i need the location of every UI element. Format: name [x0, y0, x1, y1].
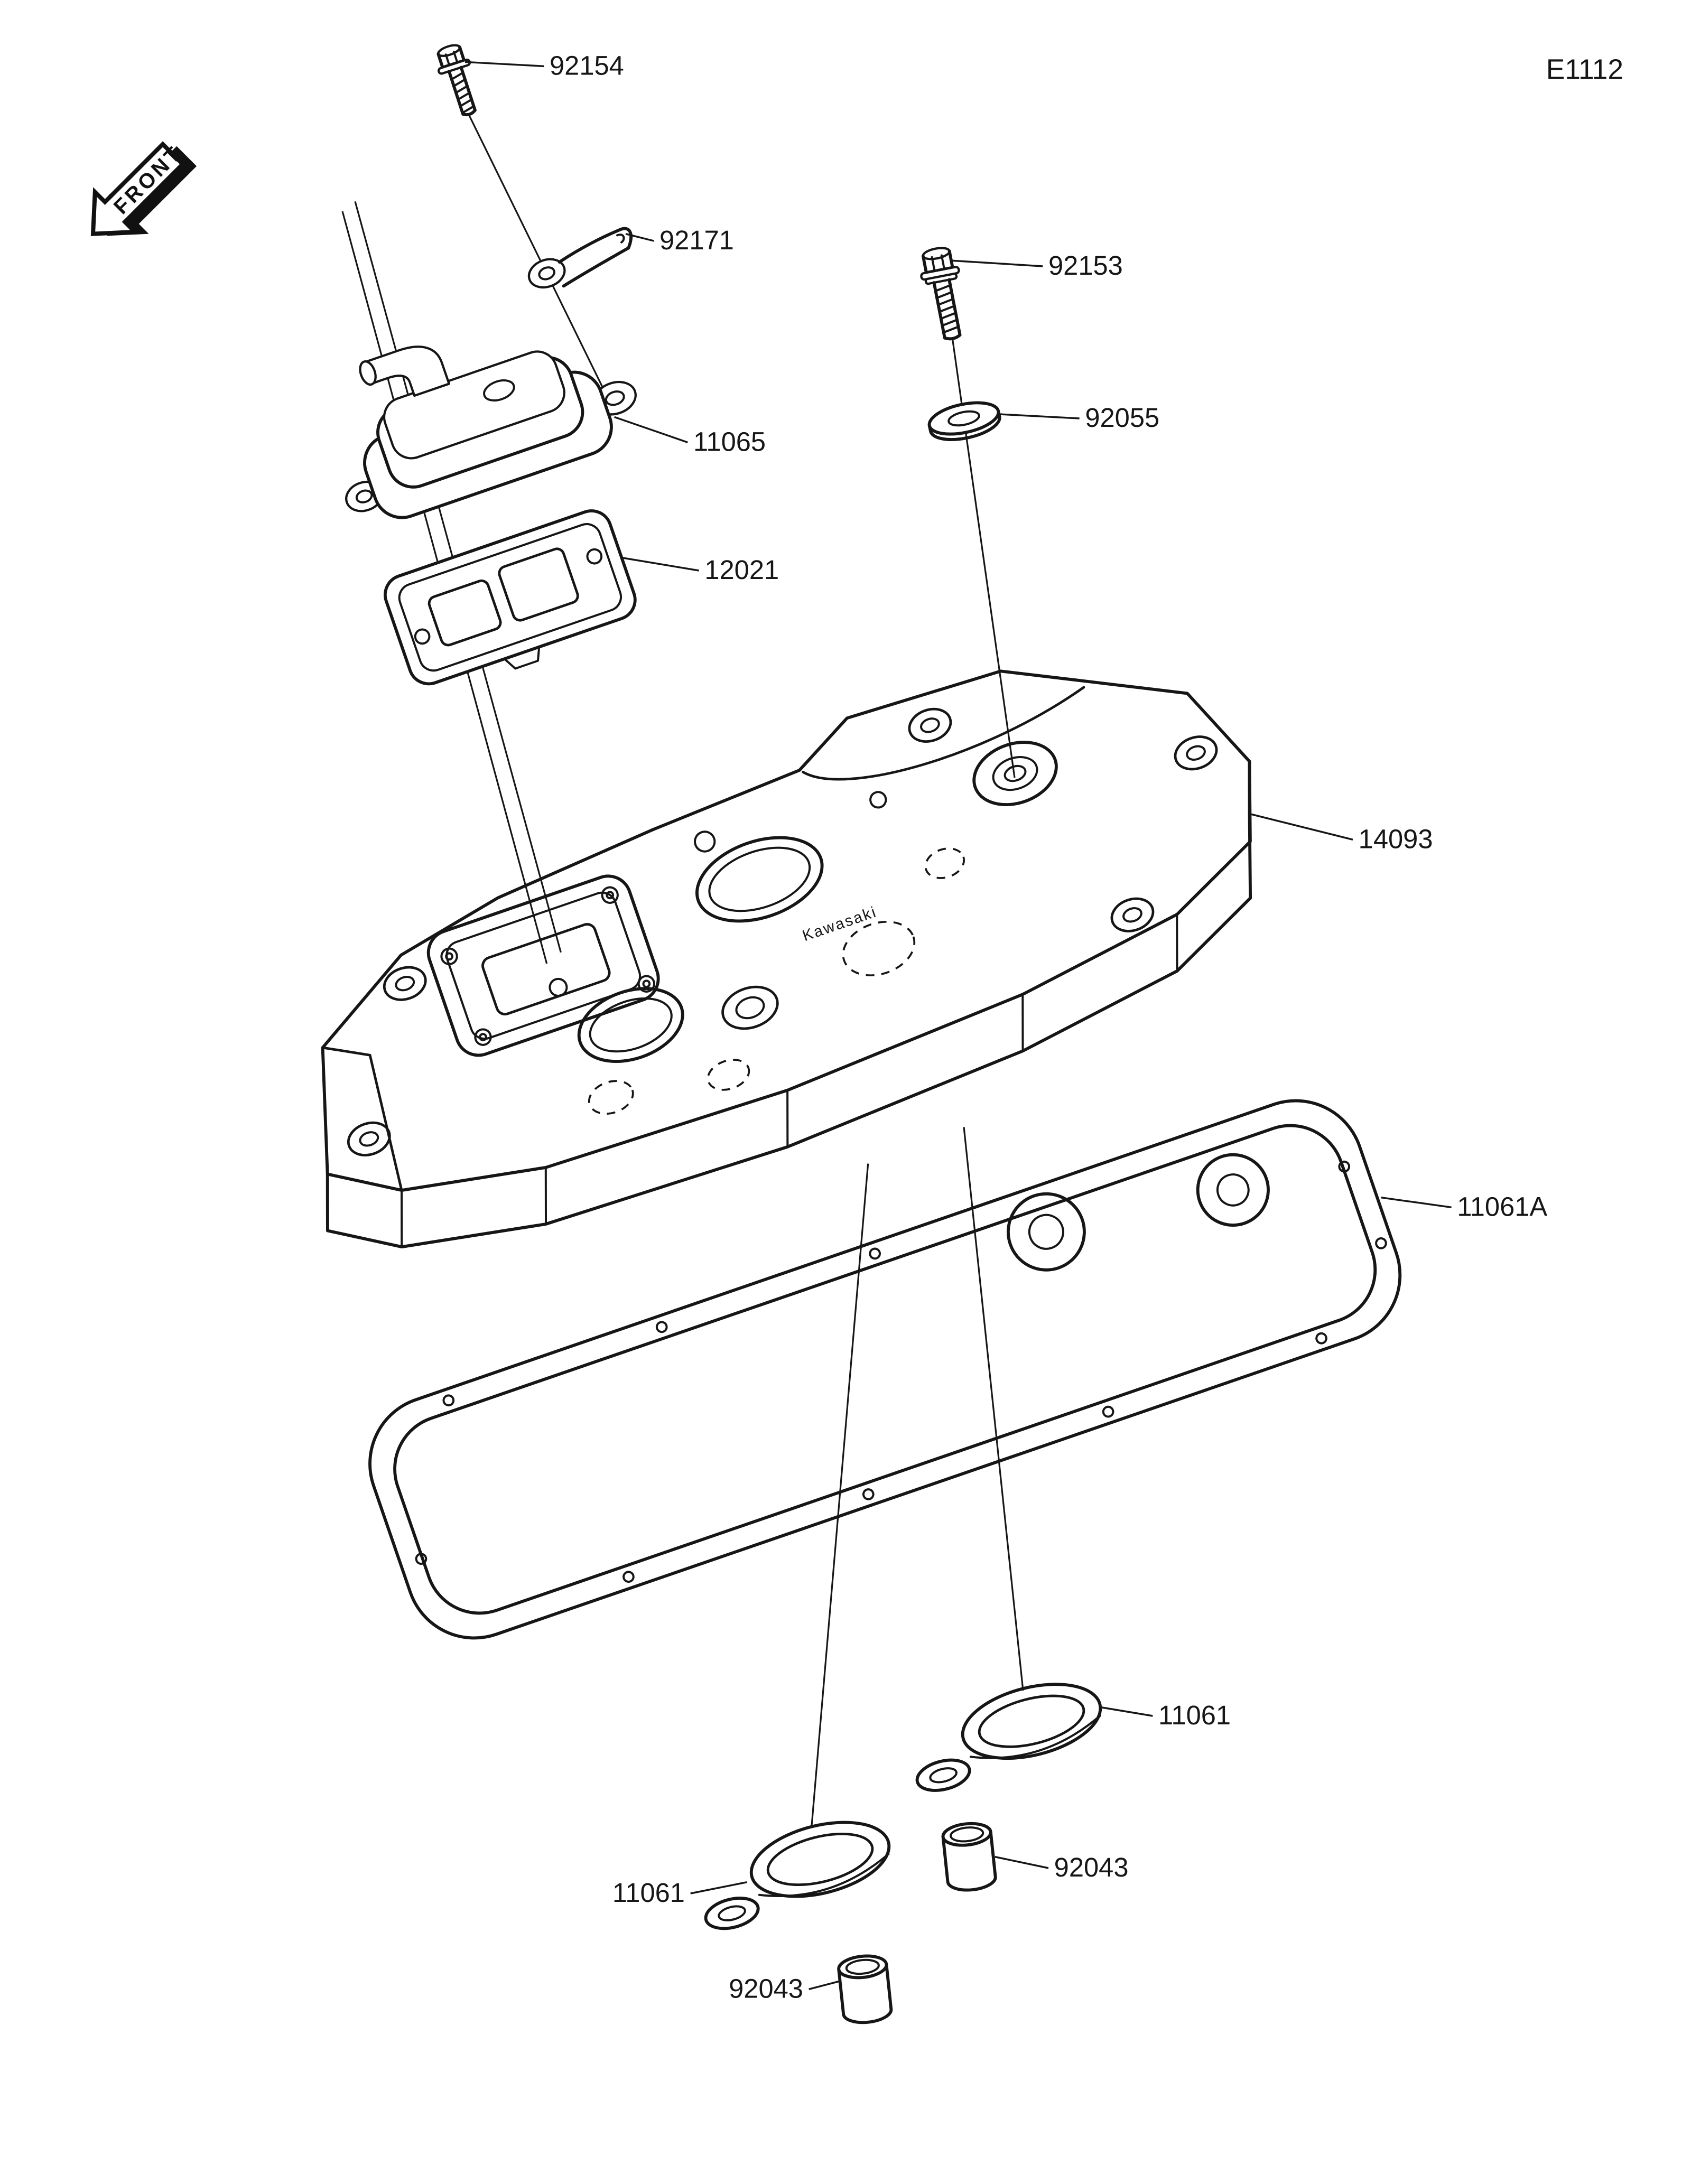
part-label-92043-right: 92043	[1054, 1852, 1129, 1882]
breather-plate	[383, 509, 637, 686]
leader-lines	[464, 61, 1452, 1991]
part-label-11065: 11065	[693, 426, 766, 456]
breather-body	[345, 346, 637, 519]
page-code: E1112	[1546, 54, 1623, 85]
part-label-14093: 14093	[1359, 824, 1433, 854]
cover-wall-seams	[400, 840, 1252, 1248]
part-label-92055: 92055	[1085, 403, 1159, 433]
axis-line-gasket-left	[811, 1163, 869, 1826]
plug-gasket-right	[915, 1683, 1102, 1792]
axis-line-gasket-right	[963, 1127, 1024, 1691]
part-label-92171: 92171	[659, 225, 734, 255]
cover-top-face	[321, 669, 1252, 1192]
cylinder-head-cover: Kawasaki	[321, 669, 1252, 1249]
bolt-92153	[920, 247, 962, 341]
cover-oval-boss	[577, 985, 779, 1063]
plug-bottom	[837, 1954, 893, 2024]
front-arrow-body	[90, 141, 186, 236]
cover-breather-boss	[426, 874, 660, 1057]
cover-small-boss	[549, 977, 568, 997]
part-label-92043-bottom: 92043	[729, 1973, 803, 2003]
front-arrow-icon: FRONT	[90, 141, 197, 236]
plug-gasket-left	[704, 1821, 891, 1930]
part-label-11061-left: 11061	[612, 1878, 685, 1908]
cover-small-boss	[694, 830, 716, 853]
cover-tip-facet	[321, 1046, 403, 1192]
breather-dome	[483, 379, 515, 402]
gasket-nubs	[415, 1160, 1387, 1583]
cover-small-boss	[869, 791, 887, 809]
clamp	[527, 227, 633, 289]
part-label-11061a: 11061A	[1457, 1191, 1547, 1221]
cover-cam-opening	[695, 836, 824, 923]
part-label-11061-right: 11061	[1158, 1700, 1231, 1730]
bolt-92154	[436, 44, 477, 117]
part-label-92154: 92154	[550, 50, 624, 80]
cover-hump-edge	[802, 686, 1085, 781]
part-label-92153: 92153	[1048, 250, 1123, 281]
cover-mount-holes	[347, 707, 1218, 1156]
cover-gasket-11061a	[368, 1099, 1402, 1640]
grommet-92055	[927, 401, 1001, 441]
plug-right	[941, 1822, 997, 1892]
part-label-12021: 12021	[704, 555, 779, 585]
breather-elbow-tube	[359, 346, 450, 397]
